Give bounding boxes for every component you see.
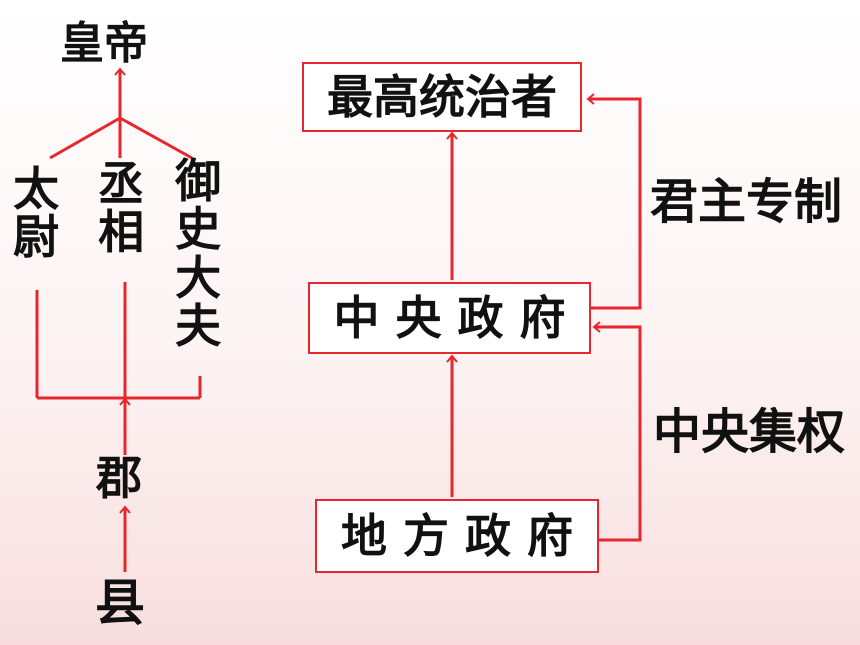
autocracy-bracket <box>586 93 642 310</box>
emperor-label: 皇帝 <box>60 18 148 69</box>
local-gov-label: 地 方 政 府 <box>340 509 574 563</box>
jun-label: 郡 <box>96 451 142 505</box>
centralization-bracket <box>592 321 642 542</box>
branch-yushidafu <box>119 116 193 160</box>
central-gov-box: 中 央 政 府 <box>308 282 591 354</box>
supreme-ruler-label: 最高统治者 <box>327 70 557 124</box>
yushidafu-label: 御史大夫 <box>175 154 222 353</box>
xian-label: 县 <box>95 574 145 632</box>
central-gov-label: 中 央 政 府 <box>333 291 566 345</box>
chengxiang-label: 丞相 <box>98 157 145 260</box>
taiwei-label: 太尉 <box>13 162 60 265</box>
centralization-label: 中央集权 <box>653 404 846 460</box>
autocracy-label: 君主专制 <box>650 174 843 230</box>
branch-taiwei <box>49 116 121 160</box>
supreme-ruler-box: 最高统治者 <box>302 62 582 132</box>
local-gov-box: 地 方 政 府 <box>315 499 599 573</box>
